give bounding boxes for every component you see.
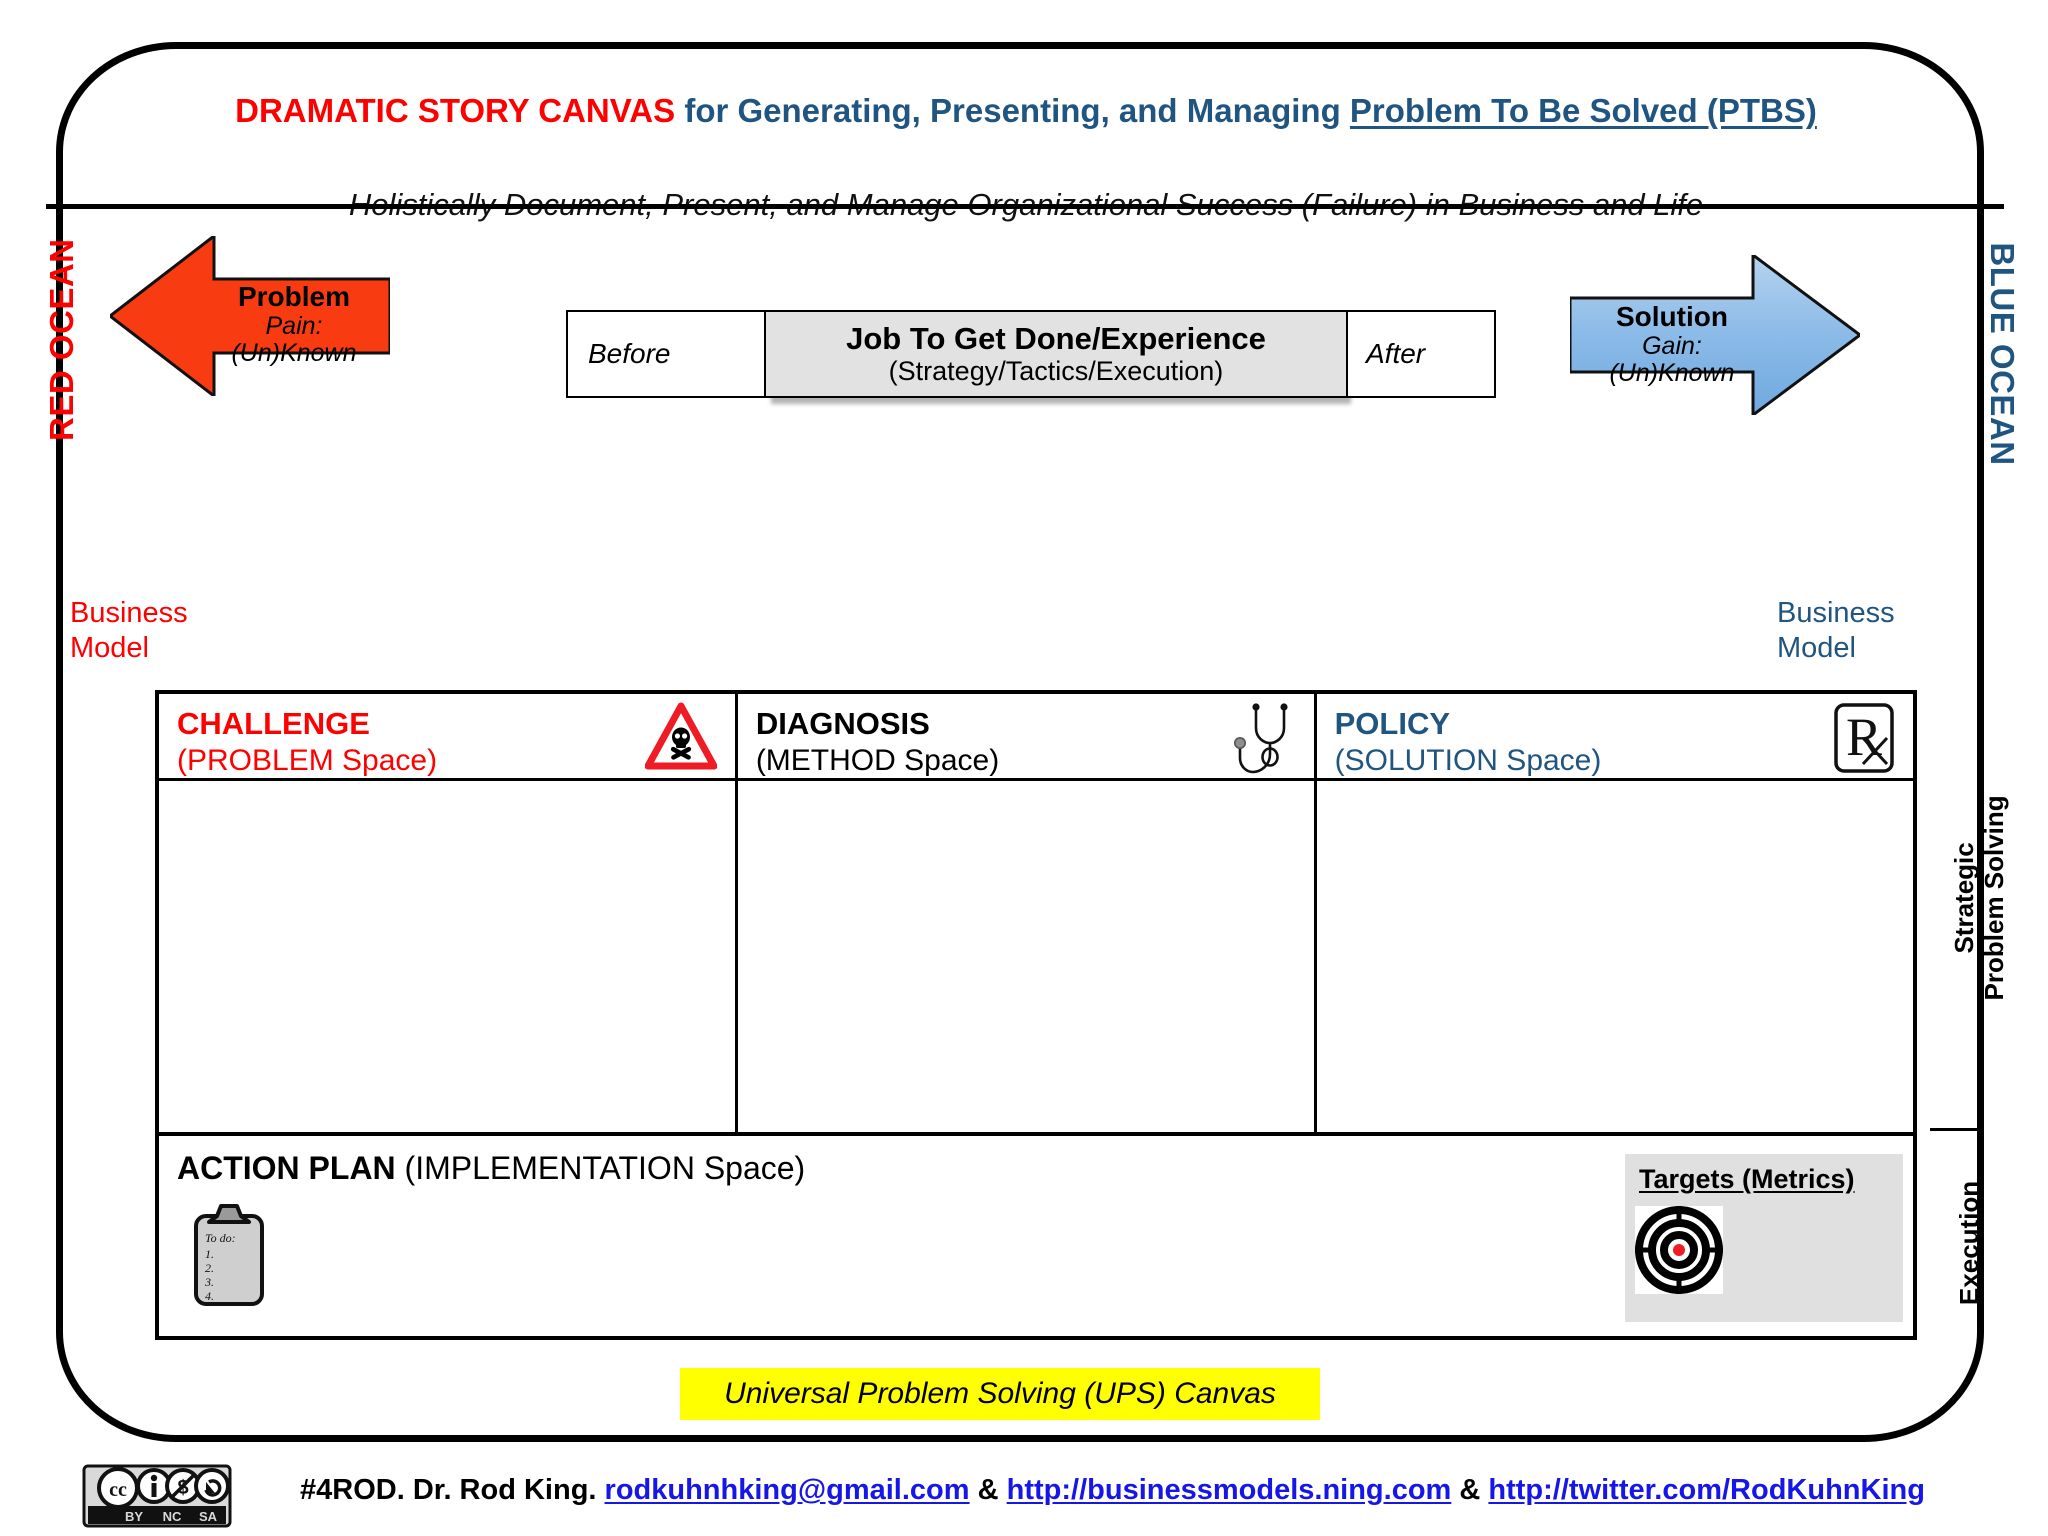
red-ocean-business-model-caption: Business Model bbox=[70, 597, 188, 664]
job-to-get-done-strip: Before Job To Get Done/Experience (Strat… bbox=[566, 310, 1496, 398]
challenge-body[interactable] bbox=[159, 780, 735, 1132]
job-to-get-done-cell[interactable]: Job To Get Done/Experience (Strategy/Tac… bbox=[766, 310, 1346, 398]
job-to-get-done-title: Job To Get Done/Experience bbox=[846, 320, 1266, 356]
footer-author: #4ROD. Dr. Rod King. bbox=[300, 1474, 605, 1506]
challenge-header: CHALLENGE (PROBLEM Space) bbox=[159, 694, 735, 781]
header-divider bbox=[46, 204, 2004, 209]
svg-text:4.: 4. bbox=[205, 1289, 214, 1303]
challenge-subtitle: (PROBLEM Space) bbox=[177, 743, 438, 777]
canvas-matrix: CHALLENGE (PROBLEM Space) bbox=[155, 690, 1917, 1340]
problem-arrow: Problem Pain: (Un)Known bbox=[110, 236, 390, 396]
matrix-column-policy[interactable]: POLICY (SOLUTION Space) R bbox=[1316, 694, 1913, 1132]
action-plan-title-strong: ACTION PLAN bbox=[177, 1150, 396, 1186]
after-cell[interactable]: After bbox=[1346, 310, 1496, 398]
svg-text:1.: 1. bbox=[205, 1247, 214, 1261]
svg-text:cc: cc bbox=[109, 1479, 127, 1501]
before-cell[interactable]: Before bbox=[566, 310, 766, 398]
hazard-skull-icon bbox=[644, 702, 718, 777]
policy-title: POLICY bbox=[1334, 706, 1451, 741]
policy-body[interactable] bbox=[1316, 780, 1913, 1132]
blue-ocean-label: BLUE OCEAN bbox=[1984, 242, 2021, 466]
action-plan-title: ACTION PLAN (IMPLEMENTATION Space) bbox=[177, 1150, 805, 1187]
page-title-red: DRAMATIC STORY CANVAS bbox=[235, 92, 676, 129]
targets-metrics-title: Targets (Metrics) bbox=[1639, 1164, 1855, 1194]
solution-arrow: Solution Gain: (Un)Known bbox=[1570, 255, 1860, 415]
action-plan-title-rest: (IMPLEMENTATION Space) bbox=[395, 1150, 806, 1186]
svg-text:BY: BY bbox=[125, 1509, 143, 1524]
diagnosis-subtitle: (METHOD Space) bbox=[755, 743, 1000, 777]
job-to-get-done-subtitle: (Strategy/Tactics/Execution) bbox=[888, 356, 1224, 387]
ups-canvas-banner: Universal Problem Solving (UPS) Canvas bbox=[680, 1368, 1320, 1420]
matrix-column-challenge[interactable]: CHALLENGE (PROBLEM Space) bbox=[159, 694, 738, 1132]
footer-twitter-link[interactable]: http://twitter.com/RodKuhnKing bbox=[1488, 1474, 1925, 1506]
svg-text:R: R bbox=[1846, 707, 1882, 767]
band-label-strategic-problem-solving: Strategic Problem Solving bbox=[1949, 795, 2009, 1001]
band-divider bbox=[1930, 1128, 1984, 1131]
page-title: DRAMATIC STORY CANVAS for Generating, Pr… bbox=[126, 92, 1926, 130]
page-title-mid: for Generating, Presenting, and Managing bbox=[675, 92, 1350, 129]
blue-ocean-business-model-caption: Business Model bbox=[1777, 597, 1895, 664]
footer: cc $ BY NC SA #4ROD. Dr. Rod King. rodku… bbox=[0, 1464, 2048, 1536]
footer-separator-1: & bbox=[969, 1474, 1007, 1506]
challenge-title: CHALLENGE bbox=[177, 706, 370, 741]
svg-text:3.: 3. bbox=[204, 1275, 214, 1289]
red-ocean-label: RED OCEAN bbox=[43, 238, 80, 441]
page-title-underlined: Problem To Be Solved (PTBS) bbox=[1349, 92, 1817, 129]
problem-arrow-outline-icon bbox=[110, 236, 390, 396]
footer-email-link[interactable]: rodkuhnhking@gmail.com bbox=[604, 1474, 970, 1506]
svg-text:NC: NC bbox=[163, 1509, 182, 1524]
diagnosis-title: DIAGNOSIS bbox=[755, 706, 930, 741]
svg-text:SA: SA bbox=[199, 1509, 218, 1524]
band-label-execution: Execution bbox=[1954, 1180, 1985, 1306]
rx-prescription-icon: R bbox=[1833, 702, 1895, 779]
diagnosis-body[interactable] bbox=[737, 780, 1314, 1132]
matrix-column-diagnosis[interactable]: DIAGNOSIS (METHOD Space) bbox=[737, 694, 1317, 1132]
footer-website-link[interactable]: http://businessmodels.ning.com bbox=[1006, 1474, 1452, 1506]
action-plan-row[interactable]: ACTION PLAN (IMPLEMENTATION Space) To do… bbox=[159, 1136, 1913, 1340]
footer-separator-2: & bbox=[1451, 1474, 1489, 1506]
stethoscope-icon bbox=[1233, 702, 1296, 785]
footer-credits: #4ROD. Dr. Rod King. rodkuhnhking@gmail.… bbox=[300, 1474, 1925, 1507]
policy-header: POLICY (SOLUTION Space) R bbox=[1316, 694, 1913, 781]
targets-metrics-box[interactable]: Targets (Metrics) bbox=[1625, 1154, 1903, 1322]
matrix-columns: CHALLENGE (PROBLEM Space) bbox=[159, 694, 1913, 1136]
clipboard-todo-icon: To do: 1. 2. 3. 4. bbox=[191, 1202, 267, 1313]
bullseye-target-icon bbox=[1635, 1206, 1723, 1294]
svg-text:2.: 2. bbox=[205, 1261, 214, 1275]
solution-arrow-outline-icon bbox=[1570, 255, 1860, 415]
diagnosis-header: DIAGNOSIS (METHOD Space) bbox=[737, 694, 1314, 781]
policy-subtitle: (SOLUTION Space) bbox=[1334, 743, 1602, 777]
creative-commons-by-nc-sa-icon[interactable]: cc $ BY NC SA bbox=[82, 1464, 232, 1533]
svg-text:To do:: To do: bbox=[205, 1231, 236, 1245]
